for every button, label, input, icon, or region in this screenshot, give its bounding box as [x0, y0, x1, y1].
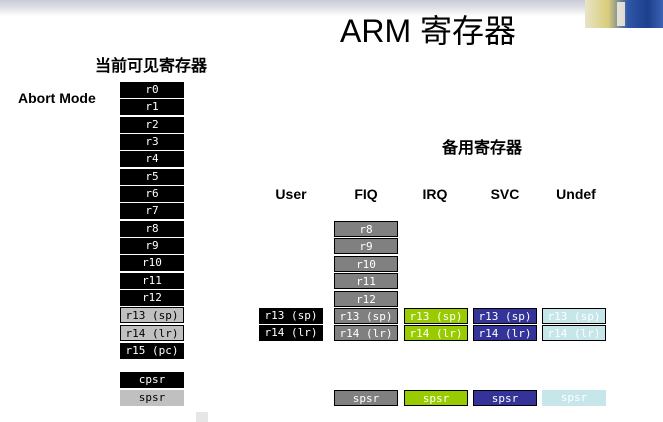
- decorative-mark: [196, 412, 208, 422]
- undef-r13-sp: r13 (sp): [542, 308, 606, 324]
- register-r3: r3: [120, 134, 184, 150]
- register-r13-sp: r13 (sp): [120, 307, 184, 323]
- register-r9: r9: [120, 238, 184, 254]
- column-header-fiq: FIQ: [354, 186, 378, 202]
- irq-r13-sp: r13 (sp): [404, 308, 468, 324]
- undef-r14-lr: r14 (lr): [542, 325, 606, 341]
- register-r4: r4: [120, 151, 184, 167]
- irq-r14-lr: r14 (lr): [404, 325, 468, 341]
- register-spsr: spsr: [120, 390, 184, 406]
- column-header-user: User: [275, 186, 307, 202]
- register-r8: r8: [120, 221, 184, 237]
- slide-title: ARM 寄存器: [340, 13, 517, 49]
- register-r6: r6: [120, 186, 184, 202]
- register-r15-pc: r15 (pc): [120, 343, 184, 359]
- register-r12: r12: [120, 290, 184, 306]
- register-r5: r5: [120, 169, 184, 185]
- mode-label: Abort Mode: [18, 90, 96, 106]
- register-r2: r2: [120, 117, 184, 133]
- register-r14-lr: r14 (lr): [120, 325, 184, 341]
- column-header-svc: SVC: [490, 186, 520, 202]
- user-r13-sp: r13 (sp): [259, 308, 323, 324]
- register-r1: r1: [120, 99, 184, 115]
- current-registers-heading: 当前可见寄存器: [95, 58, 208, 75]
- fiq-r12: r12: [334, 291, 398, 307]
- svc-spsr: spsr: [473, 390, 537, 406]
- fiq-spsr: spsr: [334, 390, 398, 406]
- column-header-irq: IRQ: [422, 186, 448, 202]
- fiq-r13-sp: r13 (sp): [334, 308, 398, 324]
- fiq-r10: r10: [334, 256, 398, 272]
- register-r7: r7: [120, 203, 184, 219]
- register-r0: r0: [120, 82, 184, 98]
- svc-r13-sp: r13 (sp): [473, 308, 537, 324]
- register-cpsr: cpsr: [120, 372, 184, 388]
- corner-photo-image: [585, 0, 663, 28]
- register-r11: r11: [120, 273, 184, 289]
- banked-registers-heading: 备用寄存器: [442, 140, 523, 157]
- fiq-r8: r8: [334, 221, 398, 237]
- fiq-r14-lr: r14 (lr): [334, 325, 398, 341]
- fiq-r11: r11: [334, 273, 398, 289]
- user-r14-lr: r14 (lr): [259, 325, 323, 341]
- undef-spsr: spsr: [542, 390, 606, 406]
- register-r10: r10: [120, 255, 184, 271]
- svc-r14-lr: r14 (lr): [473, 325, 537, 341]
- slide-top-bar: [0, 0, 663, 16]
- fiq-r9: r9: [334, 238, 398, 254]
- column-header-undef: Undef: [556, 186, 596, 202]
- irq-spsr: spsr: [404, 390, 468, 406]
